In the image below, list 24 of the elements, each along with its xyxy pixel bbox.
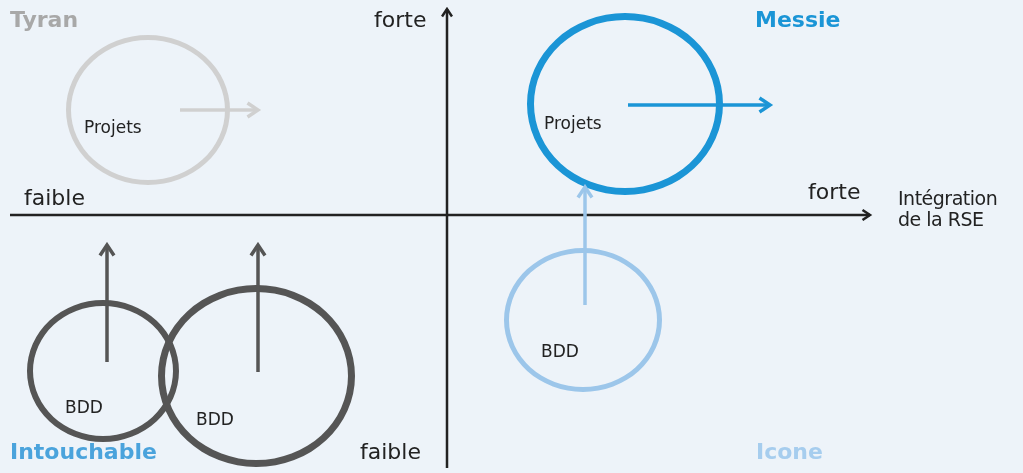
quadrant-title: Intouchable — [10, 440, 157, 465]
axis-label: faible — [24, 186, 85, 211]
arrow — [180, 101, 260, 119]
axis-label: forte — [374, 8, 427, 33]
node-label: BDD — [196, 409, 234, 430]
circle — [504, 248, 662, 392]
quadrant-title: Tyran — [10, 8, 79, 33]
arrow — [576, 185, 594, 305]
circle — [527, 13, 723, 195]
circle — [158, 285, 355, 467]
node-label: Projets — [544, 113, 602, 134]
arrow — [628, 96, 772, 114]
node-label: BDD — [541, 341, 579, 362]
arrow — [249, 243, 267, 372]
circle — [27, 300, 179, 442]
quadrant-title: Icone — [756, 440, 823, 465]
arrow — [98, 243, 116, 362]
axis-label: forte — [808, 180, 861, 205]
quadrant-title: Messie — [755, 8, 841, 33]
circle — [66, 35, 230, 185]
axis-title: Intégration de la RSE — [898, 188, 999, 230]
axis-label: faible — [360, 440, 421, 465]
node-label: Projets — [84, 117, 142, 138]
node-label: BDD — [65, 397, 103, 418]
